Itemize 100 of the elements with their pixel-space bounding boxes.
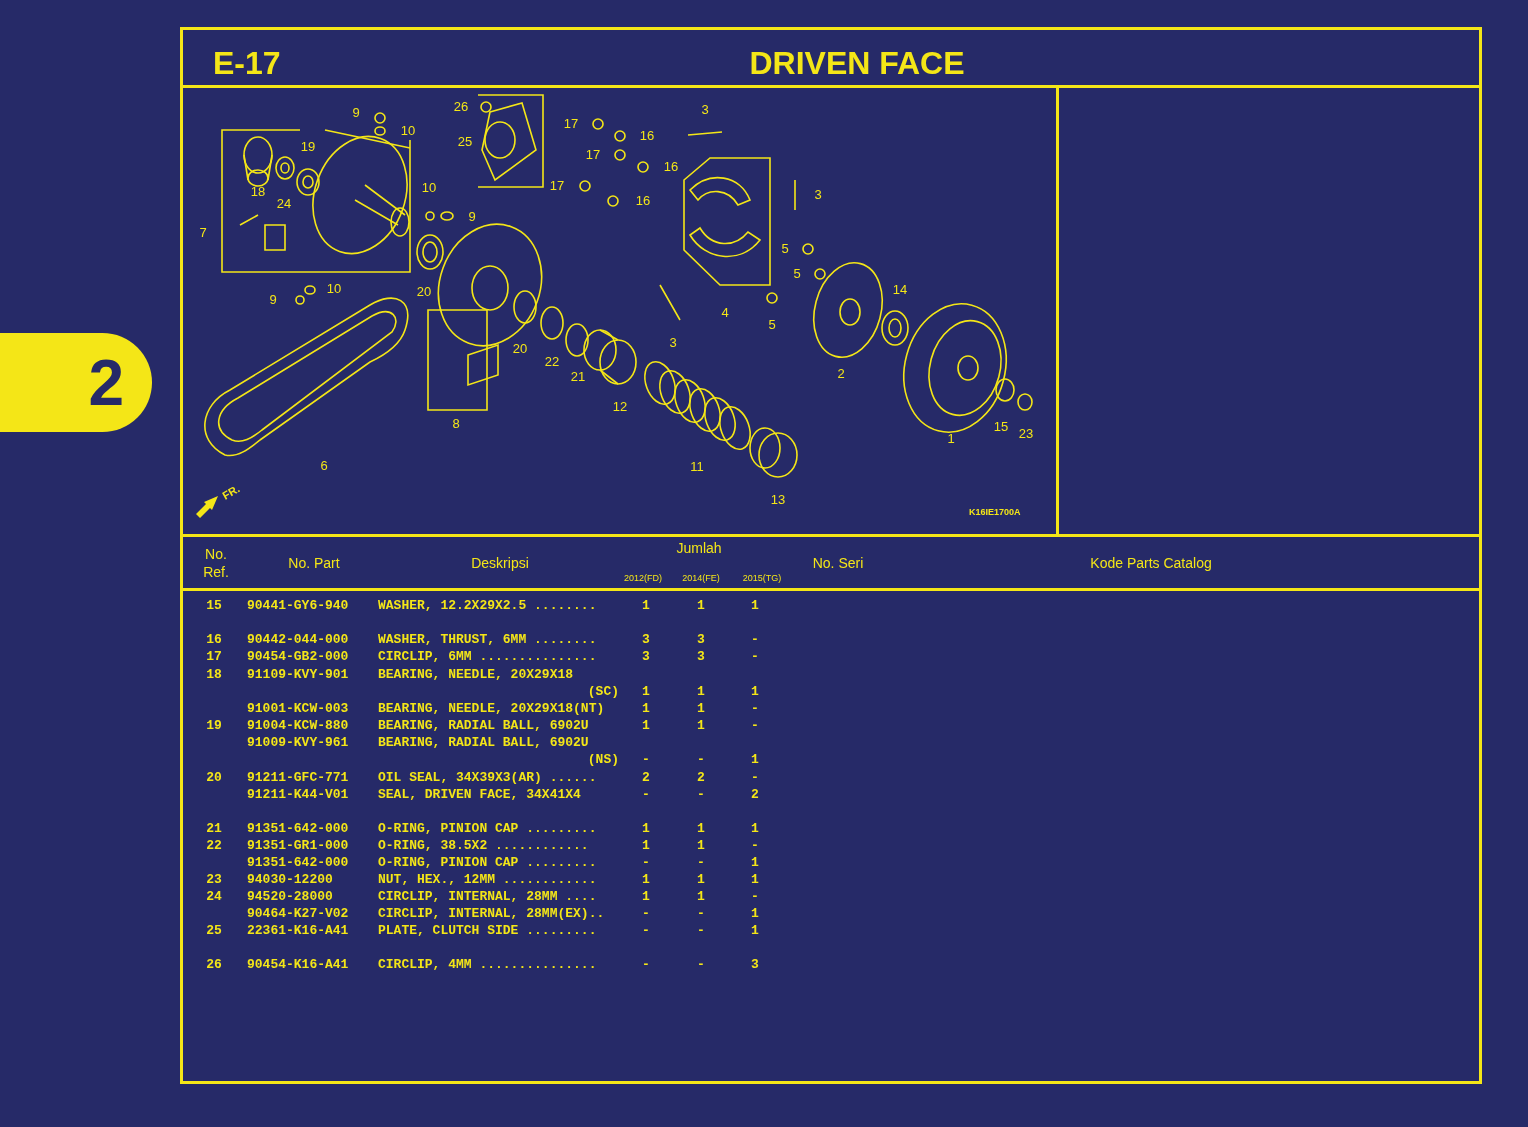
quantity: 1 [697, 872, 705, 888]
quantity: 1 [642, 838, 650, 854]
callout-number: 15 [993, 420, 1009, 434]
quantity: - [751, 701, 759, 717]
page-title: DRIVEN FACE [749, 44, 965, 82]
quantity: 2 [642, 770, 650, 786]
quantity: - [751, 838, 759, 854]
part-number: 91351-642-000 [247, 855, 349, 871]
ref-number: 19 [206, 718, 222, 734]
ref-number: 23 [206, 872, 222, 888]
drawing-code: K16IE1700A [969, 506, 1021, 518]
quantity: 3 [697, 632, 705, 648]
callout-number: 4 [721, 306, 729, 320]
part-number: 91001-KCW-003 [247, 701, 349, 717]
part-description: CIRCLIP, 4MM ............... [378, 957, 597, 973]
part-description: BEARING, NEEDLE, 20X29X18 [378, 667, 574, 683]
section-number: 2 [88, 350, 124, 415]
part-description: WASHER, 12.2X29X2.5 ........ [378, 598, 597, 614]
part-number: 91351-642-000 [247, 821, 349, 837]
quantity: - [697, 787, 705, 803]
quantity: 1 [697, 701, 705, 717]
part-number: 90442-044-000 [247, 632, 349, 648]
callout-number: 13 [770, 493, 786, 507]
part-number: 90441-GY6-940 [247, 598, 349, 614]
callout-number: 2 [837, 367, 845, 381]
quantity: 1 [642, 718, 650, 734]
quantity: - [697, 752, 705, 768]
quantity: 1 [697, 821, 705, 837]
callout-number: 9 [468, 210, 476, 224]
quantity: 1 [697, 598, 705, 614]
part-number: 90454-GB2-000 [247, 649, 349, 665]
callout-number: 7 [199, 226, 207, 240]
callout-number: 6 [320, 459, 328, 473]
quantity: - [697, 906, 705, 922]
part-description: O-RING, PINION CAP ......... [378, 821, 597, 837]
ref-number: 16 [206, 632, 222, 648]
part-description: CIRCLIP, INTERNAL, 28MM .... [378, 889, 597, 905]
ref-number: 26 [206, 957, 222, 973]
variant-code: (NS) [587, 752, 619, 768]
callout-number: 3 [701, 103, 709, 117]
quantity: 1 [697, 889, 705, 905]
callout-number: 24 [276, 197, 292, 211]
ref-number: 18 [206, 667, 222, 683]
callout-number: 1 [947, 432, 955, 446]
part-description: CIRCLIP, INTERNAL, 28MM(EX).. [378, 906, 605, 922]
quantity: 1 [642, 701, 650, 717]
part-description: PLATE, CLUTCH SIDE ......... [378, 923, 597, 939]
column-header: 2015(TG) [742, 572, 782, 586]
part-number: 90454-K16-A41 [247, 957, 349, 973]
callout-number: 5 [781, 242, 789, 256]
callout-number: 10 [400, 124, 416, 138]
ref-number: 21 [206, 821, 222, 837]
part-number: 90464-K27-V02 [247, 906, 349, 922]
quantity: - [697, 855, 705, 871]
ref-number: 22 [206, 838, 222, 854]
quantity: - [751, 770, 759, 786]
column-header: 2012(FD) [624, 572, 662, 586]
quantity: 1 [697, 684, 705, 700]
callout-number: 20 [416, 285, 432, 299]
quantity: 1 [642, 598, 650, 614]
ref-number: 15 [206, 598, 222, 614]
part-description: OIL SEAL, 34X39X3(AR) ...... [378, 770, 597, 786]
quantity: - [642, 906, 650, 922]
ref-number: 20 [206, 770, 222, 786]
quantity: 3 [642, 632, 650, 648]
callout-number: 3 [669, 336, 677, 350]
column-header: 2014(FE) [682, 572, 720, 586]
column-header: No. Part [288, 553, 340, 573]
callout-number: 26 [453, 100, 469, 114]
part-description: BEARING, RADIAL BALL, 6902U [378, 735, 589, 751]
callout-number: 17 [549, 179, 565, 193]
part-number: 91109-KVY-901 [247, 667, 349, 683]
quantity: 1 [751, 821, 759, 837]
part-description: O-RING, PINION CAP ......... [378, 855, 597, 871]
quantity: 1 [642, 821, 650, 837]
part-number: 91211-GFC-771 [247, 770, 349, 786]
callout-number: 16 [635, 194, 651, 208]
quantity: - [697, 923, 705, 939]
callout-number: 16 [639, 129, 655, 143]
quantity: 1 [751, 752, 759, 768]
quantity: - [642, 855, 650, 871]
callout-number: 10 [326, 282, 342, 296]
ref-number: 24 [206, 889, 222, 905]
quantity: 1 [642, 872, 650, 888]
column-header: Deskripsi [471, 553, 529, 573]
part-number: 91004-KCW-880 [247, 718, 349, 734]
quantity: - [642, 957, 650, 973]
quantity: 1 [642, 684, 650, 700]
callout-number: 12 [612, 400, 628, 414]
quantity: 1 [751, 598, 759, 614]
callout-number: 10 [421, 181, 437, 195]
column-header: No. Seri [812, 553, 864, 573]
ref-number: 25 [206, 923, 222, 939]
callout-number: 22 [544, 355, 560, 369]
part-description: CIRCLIP, 6MM ............... [378, 649, 597, 665]
quantity: 3 [697, 649, 705, 665]
part-description: NUT, HEX., 12MM ............ [378, 872, 597, 888]
quantity: 1 [751, 855, 759, 871]
callout-number: 5 [793, 267, 801, 281]
part-number: 94030-12200 [247, 872, 333, 888]
